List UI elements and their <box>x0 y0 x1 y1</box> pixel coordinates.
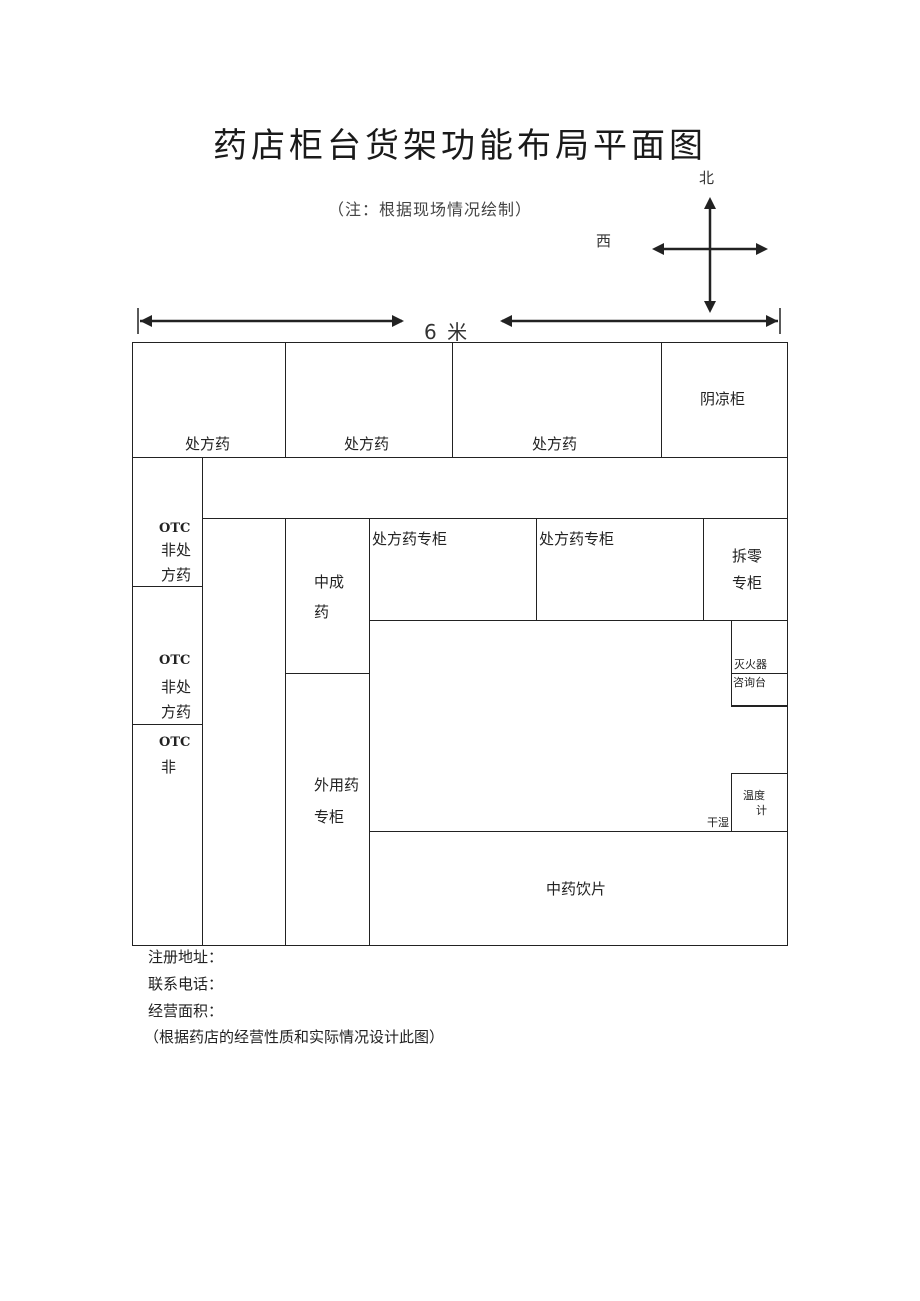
page-title: 药店柜台货架功能布局平面图 <box>213 126 707 166</box>
divider <box>731 705 788 707</box>
zone-label: 拆零 <box>732 547 763 565</box>
zone-otc-2: OTC 非处 方药 <box>132 586 203 725</box>
dimension-label: 6 米 <box>420 316 474 345</box>
zone-prescription-cabinet-1: 处方药专柜 <box>369 518 537 621</box>
zone-label: 计 <box>756 804 767 817</box>
zone-label: OTC <box>159 653 191 668</box>
zone-label: 处方药 <box>532 435 578 453</box>
zone-prescription-2: 处方药 <box>285 342 453 458</box>
zone-prescription-3: 处方药 <box>452 342 662 458</box>
zone-label: 非 <box>161 758 177 776</box>
zone-prescription-cabinet-2: 处方药专柜 <box>536 518 704 621</box>
dimension-arrows-icon <box>137 308 781 334</box>
phone-label: 联系电话： <box>148 975 224 993</box>
zone-extinguisher: 灭火器 <box>731 620 788 674</box>
zone-external-medicine: 外用药 专柜 <box>285 673 370 946</box>
zone-label: 温度 <box>743 789 765 802</box>
zone-label: 处方药 <box>185 435 231 453</box>
drawing-note: （注：根据现场情况绘制） <box>328 200 533 219</box>
hygrometer-label: 干湿 <box>707 816 729 829</box>
zone-consultation-desk: 咨询台 <box>731 673 788 706</box>
zone-label: 专柜 <box>732 574 763 592</box>
zone-label: 方药 <box>161 703 192 721</box>
zone-label: 非处 <box>161 678 192 696</box>
compass-arrows-icon <box>652 197 768 313</box>
zone-label: 处方药专柜 <box>372 530 448 548</box>
zone-herbal-pieces: 中药饮片 <box>369 831 788 946</box>
zone-label: OTC <box>159 735 191 750</box>
design-hint: （根据药店的经营性质和实际情况设计此图） <box>144 1028 445 1046</box>
zone-label: OTC <box>159 521 191 536</box>
zone-split-cabinet: 拆零 专柜 <box>703 518 788 621</box>
zone-label: 咨询台 <box>733 676 766 689</box>
address-label: 注册地址： <box>148 948 224 966</box>
zone-label: 外用药 <box>314 776 360 794</box>
zone-otc-1: OTC 非处 方药 <box>132 457 203 587</box>
zone-label: 中成 <box>314 573 345 591</box>
zone-otc-3: OTC 非 <box>132 724 203 946</box>
aisle-strip <box>202 457 788 519</box>
west-label: 西 <box>596 232 612 250</box>
zone-label: 处方药 <box>344 435 390 453</box>
zone-label: 阴凉柜 <box>700 390 746 408</box>
zone-label: 药 <box>314 603 330 621</box>
zone-thermometer: 温度 计 <box>731 773 788 832</box>
zone-label: 中药饮片 <box>546 880 607 898</box>
zone-chinese-patent-medicine: 中成 药 <box>285 518 370 674</box>
north-label: 北 <box>699 169 715 187</box>
zone-label: 处方药专柜 <box>539 530 615 548</box>
zone-label: 专柜 <box>314 808 345 826</box>
zone-empty-column <box>202 518 286 946</box>
zone-cool-cabinet: 阴凉柜 <box>661 342 788 458</box>
area-label: 经营面积： <box>148 1002 224 1020</box>
zone-label: 非处 <box>161 541 192 559</box>
zone-label: 灭火器 <box>734 658 767 671</box>
zone-central-area <box>369 620 788 832</box>
zone-prescription-1: 处方药 <box>132 342 286 458</box>
zone-label: 方药 <box>161 566 192 584</box>
